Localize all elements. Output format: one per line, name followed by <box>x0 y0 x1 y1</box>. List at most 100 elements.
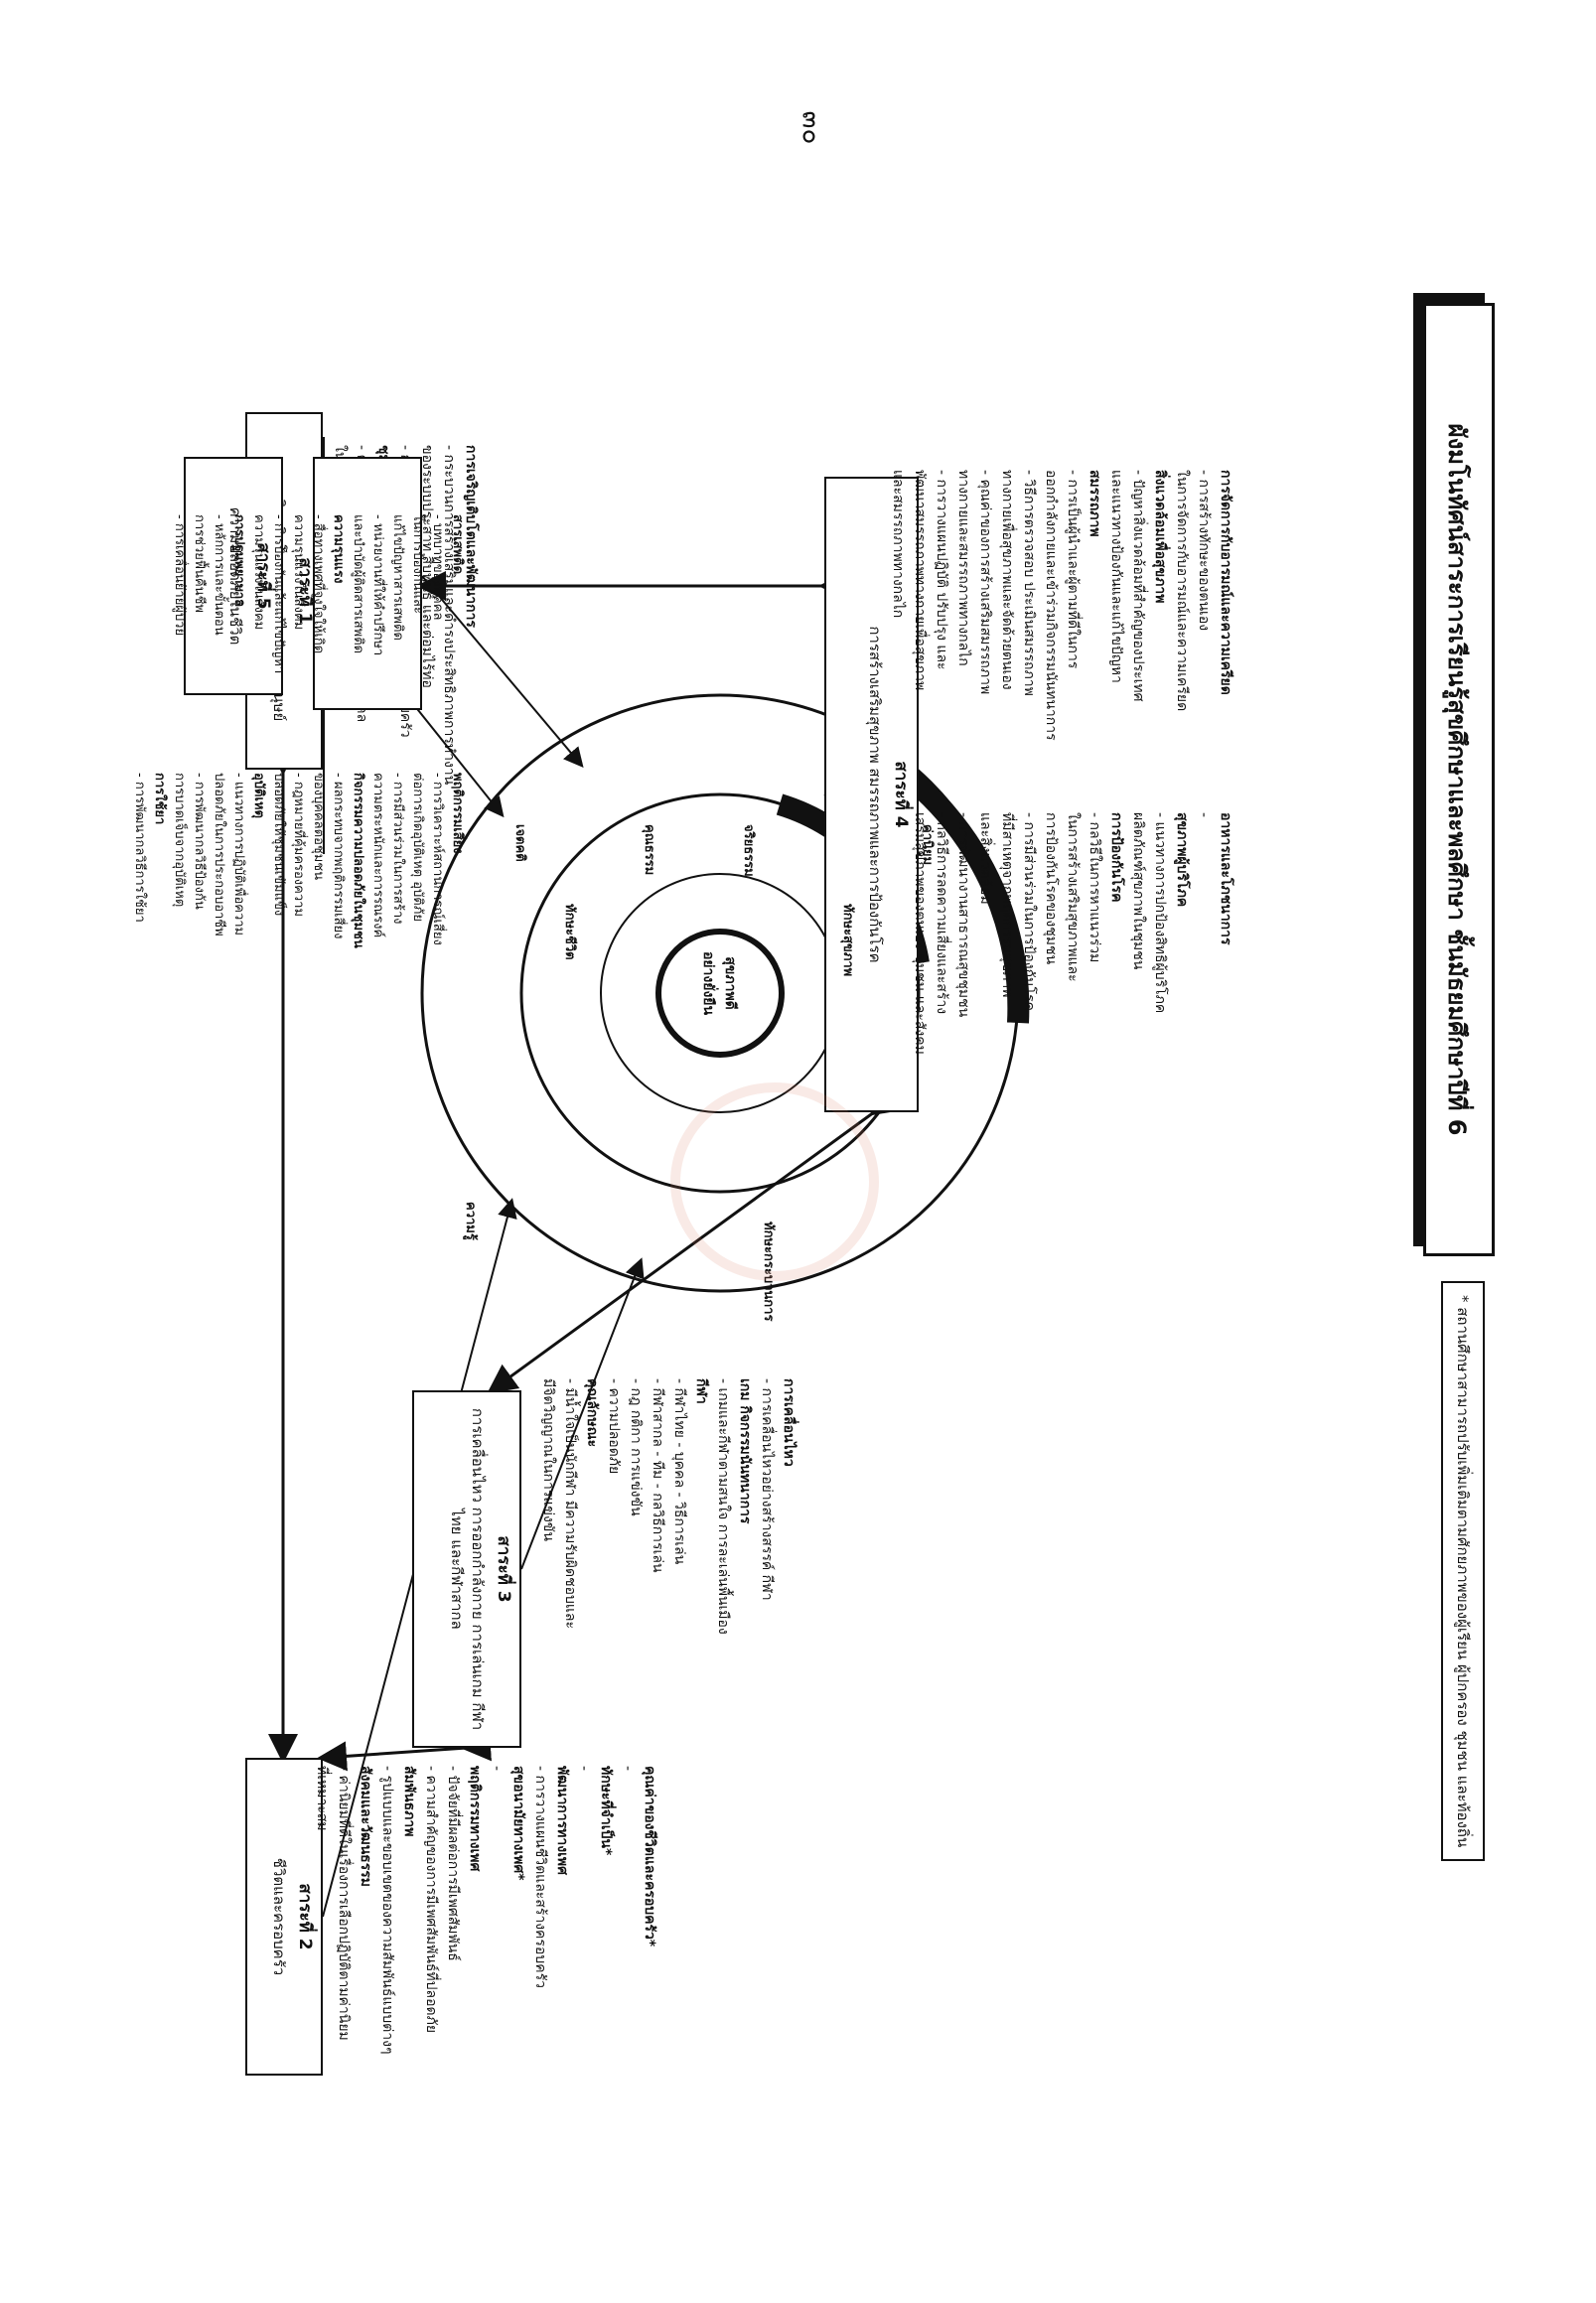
topic-item: กีฬา <box>693 1378 709 1404</box>
topic-item: อุบัติเหตุ <box>251 773 266 818</box>
topic-item: ความรุนแรง <box>331 514 346 584</box>
topic-item: - ปัจจัยที่มีผลต่อการมีเพศสัมพันธ์ <box>445 1766 461 1961</box>
title-box: ผังมโนทัศน์สาระการเรียนรู้สุขศึกษาและพลศ… <box>1423 303 1495 1256</box>
topic-item: - แนวทางการปฏิบัติเพื่อความ <box>231 773 246 936</box>
topic-item: การจัดการกับอารมณ์และความเครียด <box>1218 470 1233 695</box>
topic-item: กิจกรรมความปลอดภัยในชุมชน <box>351 773 365 948</box>
topic-item: - คุณค่าของการสร้างเสริมสมรรถภาพ <box>977 470 993 695</box>
topic-item: และแนวทางป้องกันและแก้ไขปัญหา <box>1108 470 1124 683</box>
inner-ring-label-2: ทักษะสุขภาพ <box>840 904 855 977</box>
topic-item: การป้องกันโรค <box>1108 812 1124 903</box>
strand-3-topics: การเคลื่อนไหว- การเคลื่อนไหวอย่างสร้างสร… <box>521 1370 799 1788</box>
topic-item: พฤติกรรมเสี่ยง <box>450 773 465 854</box>
topic-item: - หลักการและขั้นตอน <box>212 514 226 636</box>
topic-item: สารเสพติด <box>450 514 465 575</box>
middle-ring-label-4: ค่านิยม <box>920 824 935 866</box>
topic-item: การบาดเจ็บจากอุบัติเหตุ <box>172 773 187 908</box>
topic-item: - การเคลื่อนไหวอย่างสร้างสรรค์ กีฬา <box>759 1378 775 1601</box>
topic-item: และสิ่งแวดล้อม <box>977 812 993 905</box>
topic-item: - เกมและกีฬาตามสนใจ การละเล่นพื้นเมือง <box>715 1378 731 1635</box>
strand-2-name: ชีวิตและครอบครัว <box>270 1857 288 1976</box>
strand-2-topics: คุณค่าของชีวิตและครอบครัว*-ทักษะที่จำเป็… <box>314 1758 660 2215</box>
topic-item: การป้องกันโรคของชุมชน <box>1043 812 1059 965</box>
topic-item: - การมีส่วนร่วมในการป้องกันโรค <box>1021 812 1037 1012</box>
topic-item: ปลอดภัยให้ชุมชนเข้มแข็ง <box>271 773 286 917</box>
topic-item: มีจิตวิญญาณในการแข่งขัน <box>540 1378 556 1541</box>
topic-item: - แนวทางการปกป้องสิทธิผู้บริโภค <box>1152 812 1168 1014</box>
outer-ring-label-1: ความรู้ <box>463 1202 478 1240</box>
diagram-title: ผังมโนทัศน์สาระการเรียนรู้สุขศึกษาและพลศ… <box>1443 423 1471 1136</box>
topic-item: - บทบาทของบุคคล <box>430 514 445 621</box>
topic-item: - <box>1196 812 1212 818</box>
strand-4-name: การสร้างเสริมสุขภาพ สมรรถภาพและการป้องกั… <box>866 626 884 963</box>
topic-item: - กีฬาไทย - บุคคล - วิธีการเล่น <box>671 1378 687 1565</box>
middle-ring-label-3: จริยธรรม <box>741 824 756 877</box>
topic-item: - รูปแบบและขอบเขตของความสัมพันธ์แบบต่างๆ <box>379 1766 395 2055</box>
topic-item: ในการสร้างเสริมสุขภาพและ <box>1065 812 1081 982</box>
footnote: * สถานศึกษาสามารถปรับเพิ่มเติมตามศักยภาพ… <box>1441 1281 1485 1862</box>
topic-item: - การพัฒนากลวิธีการใช้ยา <box>132 773 147 923</box>
topic-item: ความตระหนักและการรณรงค์ <box>370 773 385 938</box>
topic-item: และบำบัดผู้ติดสารเสพติด <box>351 514 365 654</box>
topic-item: - การพัฒนางานสาธารณสุขชุมชน <box>955 812 971 1018</box>
topic-item: ในการป้องกันและ <box>410 514 425 614</box>
topic-item: - การเป็นผู้นำและผู้ตามที่ดีในการ <box>1065 470 1081 669</box>
strand-3-box: สาระที่ 3 การเคลื่อนไหว การออกกำลังกาย ก… <box>412 1390 521 1748</box>
topic-item: ออกกำลังกายและเข้าร่วมกิจกรรมนันทนาการ <box>1043 470 1059 741</box>
topic-item: - การพัฒนากลวิธีป้องกัน <box>192 773 207 910</box>
topic-item: สังคมและวัฒนธรรม <box>358 1766 373 1887</box>
topic-item: การใช้ยา <box>152 773 167 825</box>
topic-item: - การวิเคราะห์สถานการณ์เสี่ยง <box>430 773 445 945</box>
strand-5-topics-b: สารเสพติด - บทบาทของบุคคล ในการป้องกันและ แ… <box>172 506 467 765</box>
topic-item: - การวางแผนปฏิบัติ ปรับปรุง และ <box>934 470 949 670</box>
topic-item: - <box>576 1766 592 1772</box>
connector-arrow-5 <box>421 575 584 769</box>
middle-ring-label-1: เจตคติ <box>512 824 527 862</box>
strand-4-topics-b: การจัดการกับอารมณ์และความเครียด - การสร้า… <box>889 462 1236 829</box>
topic-item: การปฐมพยาบาล <box>231 514 246 608</box>
center-label-1: สุขภาพดี <box>722 956 738 1010</box>
strand-5-topics-a: พฤติกรรมเสี่ยง - การวิเคราะห์สถานการณ์เสี… <box>132 765 467 1142</box>
topic-item: - มีน้ำใจเป็นนักกีฬา มีความรับผิดชอบและ <box>562 1378 578 1630</box>
topic-item: - กฎหมายที่คุ้มครองความ <box>291 773 306 918</box>
topic-item: - การเคลื่อนย้ายผู้ป่วย <box>172 514 187 637</box>
topic-item: - กฎ กติกา การแข่งขัน <box>628 1378 644 1516</box>
topic-item: - การสร้างทักษะของตนเอง <box>1196 470 1212 632</box>
inner-ring-label-1: ทักษะชีวิต <box>562 904 577 960</box>
topic-item: สมรรถภาพ <box>1087 470 1102 537</box>
topic-item: - ผลกระทบจากพฤติกรรมเสี่ยง <box>331 773 346 939</box>
topic-item: - การวางแผนชีวิตและสร้างครอบครัว <box>532 1766 548 1988</box>
topic-item: ต่อการเกิดอุบัติเหตุ อุบัติภัย <box>410 773 425 922</box>
topic-item: - <box>489 1766 505 1772</box>
middle-ring-label-2: คุณธรรม <box>642 824 656 876</box>
topic-item: - การป้องกันและแก้ไขปัญหา <box>271 514 286 674</box>
topic-item: - กลวิธีการลดความเสี่ยงและสร้าง <box>934 812 949 1015</box>
topic-item: พฤติกรรมทางเพศ <box>467 1766 483 1872</box>
topic-item: ผลิตภัณฑ์สุขภาพในชุมชน <box>1130 812 1146 970</box>
topic-item: การช่วยฟื้นคืนชีพ <box>192 514 207 613</box>
topic-item: - หน่วยงานที่ให้คำปรึกษา <box>370 514 385 656</box>
concept-map: ผังมโนทัศน์สาระการเรียนรู้สุขศึกษาและพลศ… <box>94 209 1534 2244</box>
topic-item: ที่มีสาเหตุจากพฤติกรรมสุขภาพ <box>999 812 1015 998</box>
topic-item: ปลอดภัยในการประกอบอาชีพ <box>212 773 226 936</box>
topic-item: - ปัญหาสิ่งแวดล้อมที่สำคัญของประเทศ <box>1130 470 1146 702</box>
topic-item: สิ่งแวดล้อมเพื่อสุขภาพ <box>1152 470 1168 604</box>
topic-item: ที่เหมาะสม <box>314 1766 330 1831</box>
topic-item: ความรุนแรงในสังคม <box>291 514 306 631</box>
link-3 <box>487 1085 903 1394</box>
topic-item: - กีฬาสากล - ทีม - กลวิธีการเล่น <box>650 1378 665 1573</box>
strand-3-label: สาระที่ 3 <box>494 1535 513 1603</box>
topic-item: - กลวิธีในการหาแนวร่วม <box>1087 812 1102 963</box>
topic-item: - วิธีการตรวจสอบ ประเมินสมรรถภาพ <box>1021 470 1037 696</box>
strand-3-name: การเคลื่อนไหว การออกกำลังกาย การเล่นเกม … <box>448 1407 487 1731</box>
topic-item: - สื่อทางเพศที่จูงใจให้เกิด <box>311 514 326 654</box>
topic-item: ในการจัดการกับอารมณ์และความเครียด <box>1174 470 1190 712</box>
topic-item: แก้ไขปัญหาสารเสพติด <box>390 514 405 641</box>
topic-item: - ความปลอดภัย <box>606 1378 622 1475</box>
topic-item: เสริมสุขภาพของตนเอง ชุมชน และสังคม <box>912 812 928 1055</box>
topic-item: คุณค่าของชีวิตและครอบครัว* <box>642 1766 657 1947</box>
link-2 <box>317 1731 492 1772</box>
topic-item: สุขภาพผู้บริโภค <box>1174 812 1190 908</box>
topic-item: สุขอนามัยทางเพศ* <box>510 1766 526 1881</box>
page-number: ๓๐ <box>796 110 826 145</box>
